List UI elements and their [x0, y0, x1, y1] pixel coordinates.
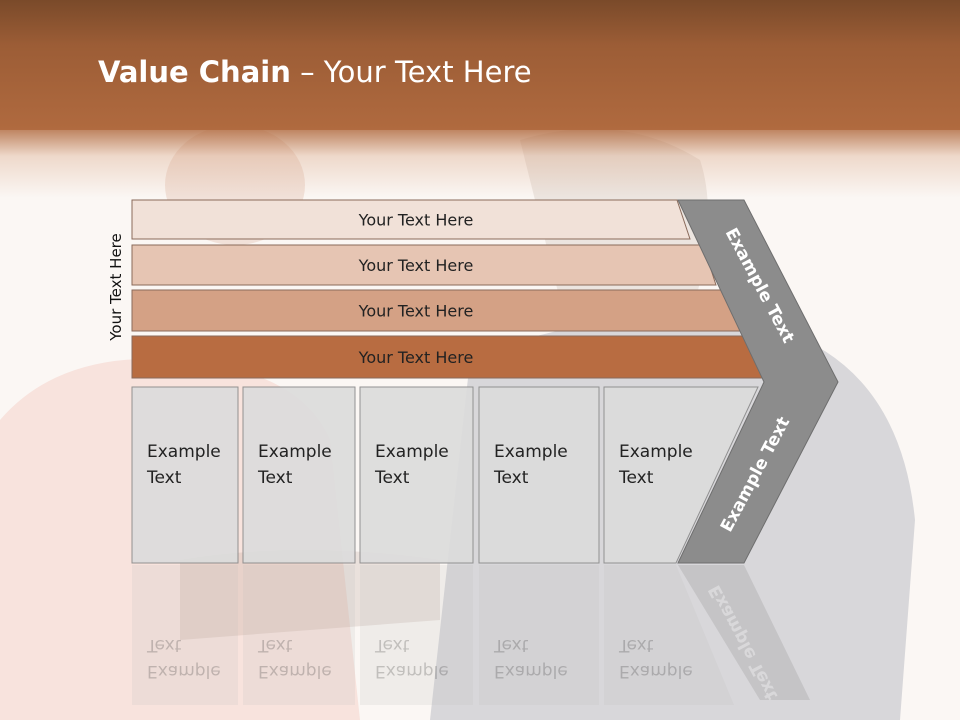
box-reflection — [132, 565, 238, 705]
value-chain-bar — [131, 199, 691, 240]
value-chain-box — [131, 386, 239, 564]
value-chain-box — [242, 386, 356, 564]
title-bold: Value Chain — [98, 55, 291, 89]
title-rest: – Your Text Here — [290, 55, 532, 89]
box-reflection — [604, 565, 734, 705]
chevron-arrow — [677, 199, 839, 564]
chevron-reflection — [678, 565, 810, 700]
bar-label: Your Text Here — [358, 302, 474, 321]
header-band — [0, 0, 960, 130]
bar-label: Your Text Here — [358, 256, 474, 275]
value-chain-bar — [131, 244, 717, 286]
bar-label: Your Text Here — [358, 348, 474, 367]
slide-title: Value Chain – Your Text Here — [98, 55, 532, 89]
boxes-reflection — [132, 565, 734, 705]
box-reflection — [243, 565, 355, 705]
value-chain-box — [603, 386, 759, 564]
value-chain-box — [359, 386, 474, 564]
bar-label: Your Text Here — [358, 211, 474, 230]
box-reflection — [479, 565, 599, 705]
value-chain-box — [478, 386, 600, 564]
box-reflection — [360, 565, 473, 705]
header-fade — [0, 128, 960, 198]
